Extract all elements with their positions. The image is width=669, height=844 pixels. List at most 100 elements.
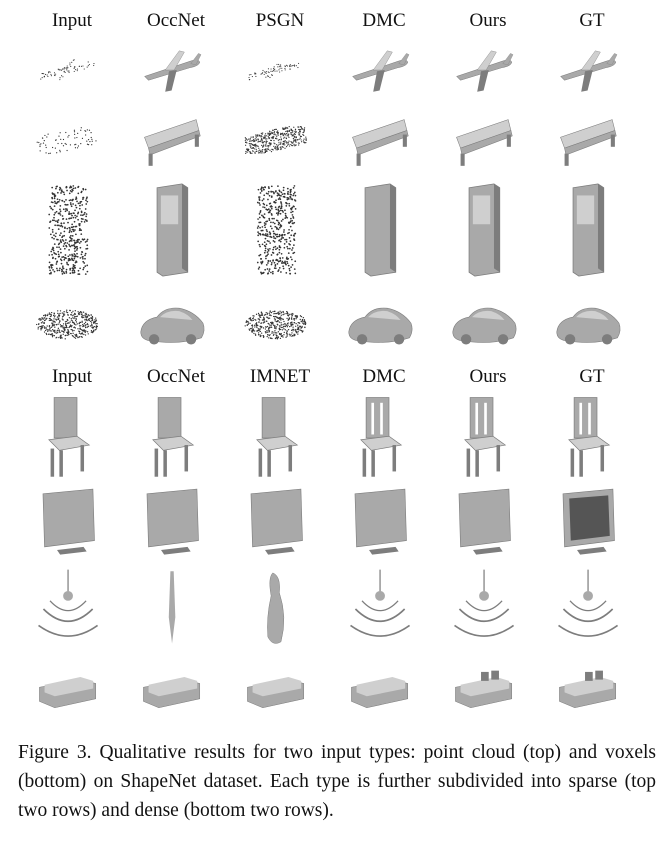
row-sofa <box>12 652 662 720</box>
col-label-imnet: IMNET <box>249 366 311 387</box>
col-label-gt: GT <box>579 10 605 31</box>
sofa-method-1-render <box>120 652 224 720</box>
car-icon <box>452 307 517 345</box>
col-label-gt-voxel: GT <box>579 366 605 387</box>
col-label-occnet: OccNet <box>146 10 206 31</box>
monitor-icon <box>146 488 199 555</box>
chandelier-icon <box>558 569 618 637</box>
row-chair <box>12 392 662 484</box>
chair-gt-render <box>536 392 640 484</box>
bench-icon <box>245 125 308 155</box>
chandelier-dmc-render <box>328 566 432 652</box>
monitor-dmc-render <box>328 484 432 566</box>
col-label-dmc-voxel: DMC <box>362 366 406 387</box>
car-icon <box>244 310 307 340</box>
car-method-2-render <box>224 284 328 362</box>
row-airplane <box>12 36 662 104</box>
cabinet-dmc-render <box>328 176 432 284</box>
col-label-dmc: DMC <box>362 10 406 31</box>
chair-icon <box>47 397 90 477</box>
chair-icon <box>255 397 298 477</box>
monitor-gt-render <box>536 484 640 566</box>
airplane-icon <box>560 50 618 92</box>
sofa-ours-render <box>432 652 536 720</box>
bench-method-2-render <box>224 104 328 176</box>
col-label-occnet-voxel: OccNet <box>146 366 206 387</box>
bench-icon <box>352 119 409 166</box>
col-label-input: Input <box>51 10 93 31</box>
cabinet-icon <box>468 183 500 277</box>
car-icon <box>348 307 413 345</box>
chandelier-icon <box>168 571 176 644</box>
monitor-icon <box>42 488 95 555</box>
chandelier-icon <box>454 569 514 637</box>
cabinet-gt-render <box>536 176 640 284</box>
chair-icon <box>359 397 402 477</box>
cabinet-icon <box>47 185 89 276</box>
cabinet-icon <box>256 185 297 275</box>
chair-method-2-render <box>224 392 328 484</box>
chair-input-render <box>16 392 120 484</box>
qualitative-results-figure: Input OccNet PSGN DMC Ours GT <box>0 6 669 720</box>
monitor-input-render <box>16 484 120 566</box>
car-gt-render <box>536 284 640 362</box>
airplane-icon <box>144 50 202 92</box>
car-icon <box>556 307 621 345</box>
sofa-icon <box>39 677 97 709</box>
airplane-icon <box>456 50 514 92</box>
sofa-icon <box>247 677 305 709</box>
cabinet-icon <box>572 183 604 277</box>
bench-icon <box>456 119 513 166</box>
car-input-render <box>16 284 120 362</box>
row-cabinet <box>12 176 662 284</box>
airplane-method-2-render <box>224 36 328 104</box>
bench-gt-render <box>536 104 640 176</box>
car-dmc-render <box>328 284 432 362</box>
cabinet-icon <box>156 183 188 277</box>
chandelier-icon <box>38 569 98 637</box>
cabinet-method-2-render <box>224 176 328 284</box>
airplane-ours-render <box>432 36 536 104</box>
col-label-input-voxel: Input <box>51 366 93 387</box>
col-label-ours-voxel: Ours <box>469 366 507 387</box>
car-method-1-render <box>120 284 224 362</box>
row-car <box>12 284 662 362</box>
cabinet-input-render <box>16 176 120 284</box>
airplane-icon <box>248 62 300 81</box>
car-icon <box>140 307 205 345</box>
chandelier-method-1-render <box>120 566 224 652</box>
bench-dmc-render <box>328 104 432 176</box>
airplane-icon <box>40 59 95 81</box>
chair-icon <box>567 397 610 477</box>
bench-icon <box>36 127 97 155</box>
airplane-input-render <box>16 36 120 104</box>
bench-ours-render <box>432 104 536 176</box>
monitor-method-1-render <box>120 484 224 566</box>
cabinet-method-1-render <box>120 176 224 284</box>
airplane-icon <box>352 50 410 92</box>
chair-dmc-render <box>328 392 432 484</box>
chandelier-input-render <box>16 566 120 652</box>
row-monitor <box>12 484 662 566</box>
sofa-dmc-render <box>328 652 432 720</box>
monitor-ours-render <box>432 484 536 566</box>
chandelier-method-2-render <box>224 566 328 652</box>
row-bench <box>12 104 662 176</box>
sofa-icon <box>455 670 513 709</box>
sofa-icon <box>351 677 409 709</box>
bench-method-1-render <box>120 104 224 176</box>
col-label-ours: Ours <box>469 10 507 31</box>
airplane-dmc-render <box>328 36 432 104</box>
airplane-gt-render <box>536 36 640 104</box>
monitor-method-2-render <box>224 484 328 566</box>
airplane-method-1-render <box>120 36 224 104</box>
sofa-input-render <box>16 652 120 720</box>
chandelier-icon <box>267 572 285 644</box>
cabinet-icon <box>364 183 396 277</box>
top-panel-header: Input OccNet PSGN DMC Ours GT <box>0 6 669 36</box>
bottom-panel-header: Input OccNet IMNET DMC Ours GT <box>0 362 669 392</box>
bench-icon <box>144 119 201 166</box>
car-ours-render <box>432 284 536 362</box>
sofa-method-2-render <box>224 652 328 720</box>
monitor-icon <box>250 488 303 555</box>
